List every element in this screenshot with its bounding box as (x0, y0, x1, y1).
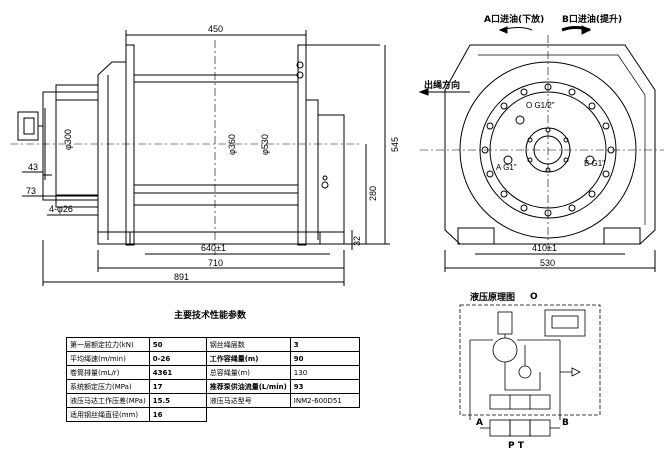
dim-phi530: φ530 (260, 134, 270, 155)
dim-280: 280 (368, 186, 378, 201)
dim-710: 710 (208, 258, 223, 268)
dim-545: 545 (390, 137, 400, 152)
spec-value: 15.5 (148, 393, 207, 408)
spec-value: 0-26 (148, 351, 207, 366)
hydraulic-b: B (562, 418, 569, 428)
spec-value: 50 (148, 337, 207, 352)
spec-label: 卷筒排量(mL/r) (66, 365, 150, 380)
table-row: 卷筒排量(mL/r) 4361 总容绳量(m) 130 (66, 365, 360, 380)
table-row: 适用钢丝绳直径(mm) 16 (66, 407, 360, 422)
dim-73: 73 (26, 186, 36, 196)
spec-label: 推荐泵供油流量(L/min) (205, 379, 291, 394)
dim-891: 891 (174, 272, 189, 282)
dim-450: 450 (208, 24, 223, 34)
hydraulic-pt: P T (508, 441, 525, 451)
spec-label: 总容绳量(m) (205, 365, 291, 380)
table-row: 系统额定压力(MPa) 17 推荐泵供油流量(L/min) 93 (66, 379, 360, 394)
table-row: 液压马达工作压差(MPa) 15.5 液压马达型号 INM2-600D51 (66, 393, 360, 408)
spec-label: 平均绳速(m/min) (66, 351, 150, 366)
dim-530-front: 530 (540, 258, 555, 268)
spec-label: 钢丝绳层数 (205, 337, 291, 352)
port-b-label: B口进油(提升) (562, 13, 622, 25)
front-view (418, 25, 664, 272)
hydraulic-schematic (459, 304, 601, 437)
spec-value: 16 (148, 407, 207, 422)
dim-43: 43 (28, 162, 38, 172)
dim-640: 640±1 (201, 243, 226, 253)
spec-value: 3 (289, 337, 360, 352)
spec-empty (206, 408, 290, 422)
hydraulic-o: O (530, 292, 538, 302)
spec-value: 93 (289, 379, 360, 394)
port-b-size: B G1" (584, 159, 605, 168)
port-o-size: O G1/2" (526, 101, 555, 110)
port-a-size: A G1" (496, 163, 517, 172)
spec-value: 90 (289, 351, 360, 366)
hydraulic-title: 液压原理图 (470, 291, 515, 303)
dim-410: 410±1 (532, 243, 557, 253)
hydraulic-a: A (476, 418, 483, 428)
spec-value: 17 (148, 379, 207, 394)
spec-title: 主要技术性能参数 (173, 311, 246, 321)
dim-holes: 4-φ26 (49, 204, 73, 214)
port-a-label: A口进油(下放) (484, 13, 544, 25)
table-row: 第一层额定拉力(kN) 50 钢丝绳层数 3 (66, 337, 360, 352)
spec-value: 130 (289, 365, 360, 380)
dim-32: 32 (352, 236, 362, 246)
side-view (10, 30, 390, 286)
spec-label: 系统额定压力(MPa) (66, 379, 150, 394)
spec-label: 液压马达型号 (205, 393, 291, 408)
dim-phi360: φ360 (227, 134, 237, 155)
bolt-circle (481, 83, 615, 217)
spec-label: 适用钢丝绳直径(mm) (66, 407, 150, 422)
spec-value: INM2-600D51 (289, 393, 360, 408)
spec-label: 工作容绳量(m) (205, 351, 291, 366)
spec-label: 第一层额定拉力(kN) (66, 337, 150, 352)
rope-direction-label: 出绳方向 (424, 79, 460, 91)
spec-empty (290, 408, 359, 422)
spec-label: 液压马达工作压差(MPa) (66, 393, 150, 408)
spec-value: 4361 (148, 365, 207, 380)
dim-phi300: φ300 (63, 129, 73, 150)
table-row: 平均绳速(m/min) 0-26 工作容绳量(m) 90 (66, 351, 360, 366)
spec-table: 第一层额定拉力(kN) 50 钢丝绳层数 3 平均绳速(m/min) 0-26 … (66, 337, 360, 422)
